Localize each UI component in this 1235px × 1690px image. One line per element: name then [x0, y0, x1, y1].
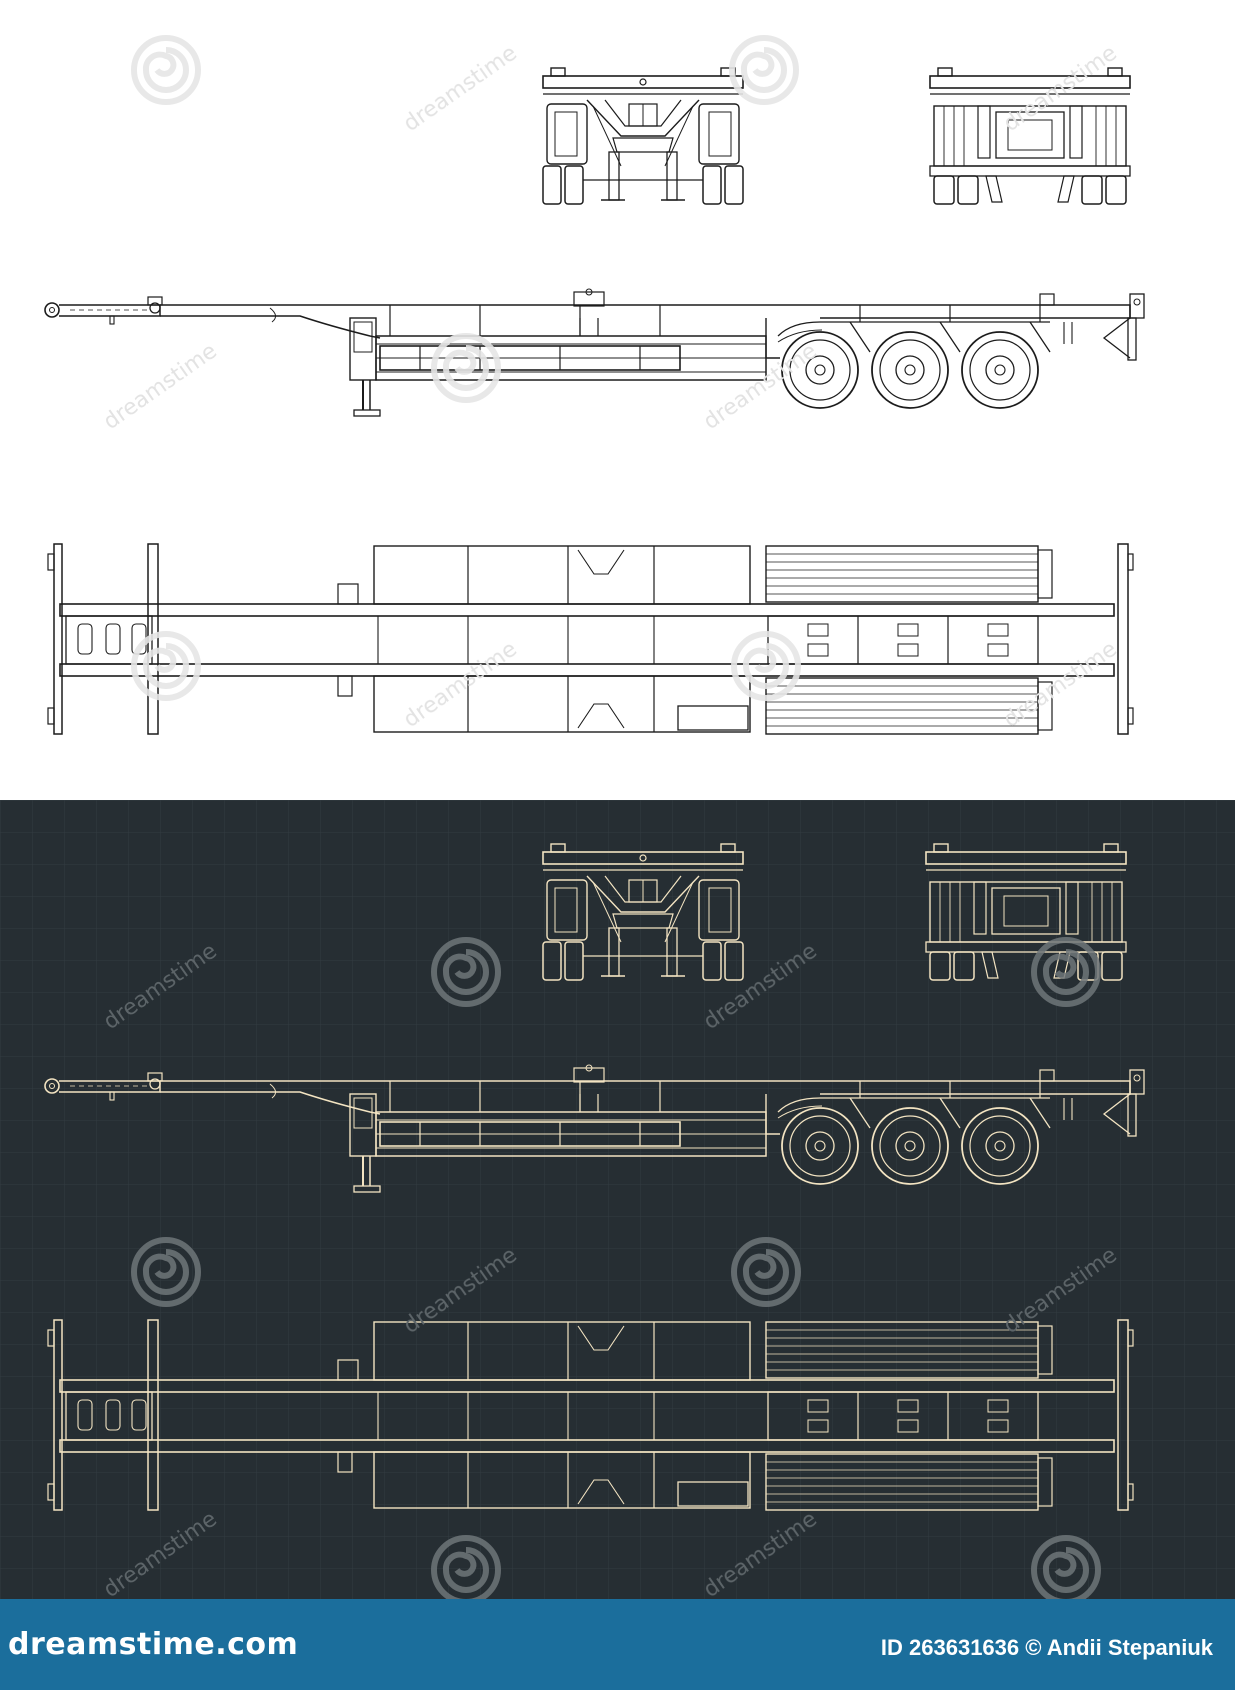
dark-grid	[0, 800, 1235, 1600]
footer-bar: dreamstime.com ID 263631636 © Andii Step…	[0, 1599, 1235, 1690]
footer-brand[interactable]: dreamstime.com	[8, 1627, 299, 1662]
footer-credit: ID 263631636 © Andii Stepaniuk	[880, 1635, 1213, 1660]
light-panel	[0, 0, 1235, 800]
